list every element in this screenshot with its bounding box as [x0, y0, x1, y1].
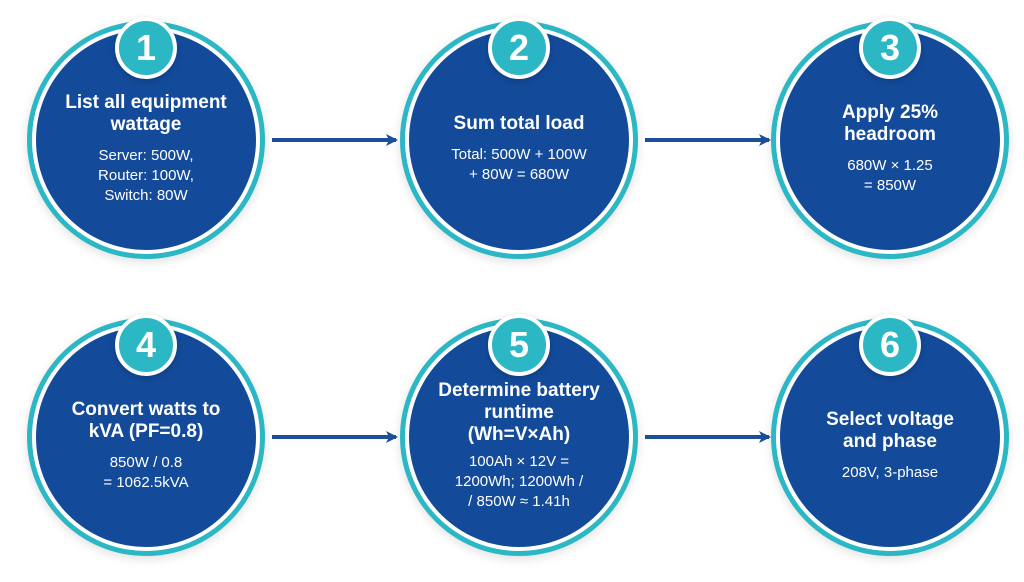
step-number-badge: 1 — [115, 17, 177, 79]
step-detail: Total: 500W + 100W + 80W = 680W — [451, 146, 587, 183]
step-title: Select voltage and phase — [826, 409, 954, 452]
step-detail: 850W / 0.8 = 1062.5kVA — [103, 454, 189, 491]
step-title: Convert watts to kVA (PF=0.8) — [71, 399, 221, 442]
step-number-badge: 4 — [115, 314, 177, 376]
step-detail: 100Ah × 12V = 1200Wh; 1200Wh / / 850W ≈ … — [454, 453, 584, 510]
step-number-badge: 6 — [859, 314, 921, 376]
step-detail: Server: 500W, Router: 100W, Switch: 80W — [98, 147, 194, 204]
step-detail: 680W × 1.25 = 850W — [847, 157, 933, 194]
step-number-badge: 2 — [488, 17, 550, 79]
step-title: Sum total load — [453, 113, 585, 134]
step-title: Apply 25% headroom — [841, 102, 939, 145]
step-title: List all equipment wattage — [65, 92, 227, 135]
step-title: Determine battery runtime (Wh=V×Ah) — [438, 380, 600, 445]
step-number-badge: 3 — [859, 17, 921, 79]
step-detail: 208V, 3-phase — [841, 464, 939, 481]
step-number-badge: 5 — [488, 314, 550, 376]
